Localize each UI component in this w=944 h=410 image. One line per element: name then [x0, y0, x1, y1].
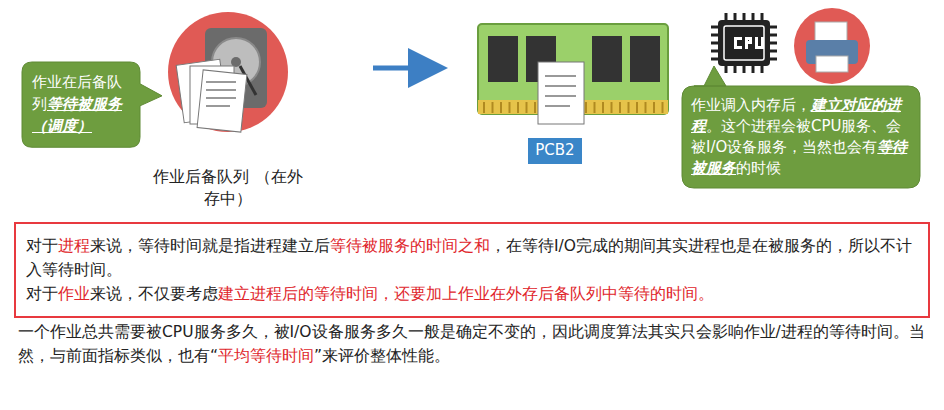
- note-paragraph: 对于作业来说，不仅要考虑建立进程后的等待时间，还要加上作业在外存后备队列中等待的…: [26, 282, 918, 306]
- move-arrow: [373, 66, 428, 71]
- job-documents: [176, 59, 247, 132]
- node-text: 作业调入内存后，建立对应的进程。这个进程会被CPU服务、会被I/O设备服务，当然…: [691, 95, 911, 179]
- note-box: 对于进程来说，等待时间就是指进程建立后等待被服务的时间之和，在等待I/O完成的期…: [14, 222, 930, 318]
- node-text: 作业在后备队列等待被服务（调度）: [32, 72, 130, 137]
- pcb-box: PCB2: [528, 138, 582, 164]
- queue-disk: 作业后备队列 （在外存中）: [148, 6, 308, 209]
- printer-circle: [794, 8, 870, 84]
- speech-bubble: 作业调入内存后，建立对应的进程。这个进程会被CPU服务、会被I/O设备服务，当然…: [682, 86, 920, 188]
- node-text: PCB2: [531, 141, 579, 161]
- cpu-mark: [734, 37, 764, 49]
- node-text: 作业后备队列 （在外存中）: [148, 166, 308, 209]
- note-paragraph: 对于进程来说，等待时间就是指进程建立后等待被服务的时间之和，在等待I/O完成的期…: [26, 234, 918, 282]
- printer-icon: [806, 22, 858, 72]
- summary-text: 一个作业总共需要被CPU服务多久，被I/O设备服务多久一般是确定不变的，因此调度…: [18, 320, 928, 368]
- speech-bubble: 作业在后备队列等待被服务（调度）: [22, 62, 140, 147]
- pcb-document: [538, 62, 584, 124]
- disk-circle: [168, 12, 288, 132]
- cpu-icon: [718, 20, 770, 66]
